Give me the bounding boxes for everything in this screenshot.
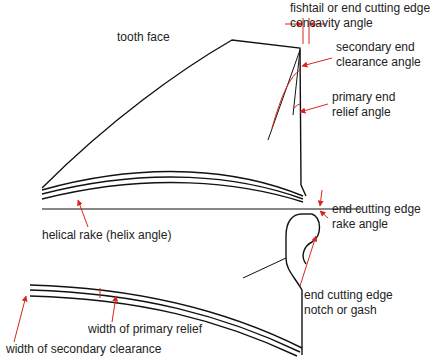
part-label: end cutting edge rake angle: [332, 202, 437, 232]
part-label: primary end relief angle: [332, 90, 417, 120]
part-label: helical rake (helix angle): [42, 228, 212, 243]
part-label: width of primary relief: [88, 322, 268, 337]
part-label: end cutting edge notch or gash: [304, 288, 414, 318]
leader-lines: [14, 18, 332, 342]
part-label: tooth face: [117, 30, 207, 45]
part-label: secondary end clearance angle: [336, 40, 436, 70]
part-label: width of secondary clearance: [6, 342, 226, 357]
part-label: fishtail or end cutting edge concavity a…: [290, 1, 440, 31]
